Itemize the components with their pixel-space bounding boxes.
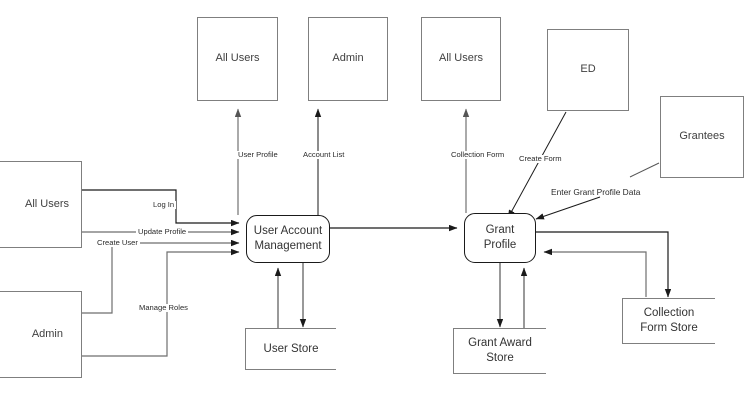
entity-all-users-left[interactable]: All Users — [0, 161, 82, 248]
entity-label: Admin — [332, 52, 364, 65]
flow-collection-form-store-read — [543, 248, 647, 297]
flow-label-account-list: Account List — [301, 150, 347, 159]
flow-label-update-profile: Update Profile — [136, 227, 189, 236]
entity-admin-top[interactable]: Admin — [308, 17, 388, 101]
entity-label: Admin — [31, 327, 63, 340]
store-label-line1: Collection — [643, 307, 695, 320]
process-label-line2: Management — [254, 240, 322, 252]
entity-label: All Users — [24, 197, 69, 210]
store-label-line1: Grant Award — [468, 337, 532, 350]
store-grant-award-store[interactable]: Grant Award Store — [453, 328, 546, 374]
process-user-account-management[interactable]: User Account Management — [246, 215, 330, 263]
flow-label-enter-grant-profile-data: Enter Grant Profile Data — [549, 187, 643, 197]
store-label-line1: User Store — [263, 342, 319, 355]
process-grant-profile[interactable]: Grant Profile — [464, 213, 536, 263]
entity-label: Grantees — [679, 130, 725, 143]
entity-label: All Users — [215, 52, 260, 65]
entity-ed[interactable]: ED — [547, 29, 629, 111]
process-label-line1: Grant — [485, 224, 515, 237]
process-label-line2: Profile — [483, 239, 517, 251]
store-user-store[interactable]: User Store — [245, 328, 336, 370]
flow-create-user — [82, 239, 240, 314]
flow-enter-grant-profile-data — [535, 162, 660, 220]
flow-label-log-in: Log In — [151, 200, 177, 209]
store-label-line2: Store — [486, 352, 514, 364]
entity-label: All Users — [438, 52, 483, 65]
flow-label-user-profile: User Profile — [236, 150, 280, 159]
flow-label-collection-form: Collection Form — [449, 150, 507, 159]
entity-all-users-top-2[interactable]: All Users — [421, 17, 501, 101]
store-label-line2: Form Store — [640, 322, 698, 334]
entity-grantees[interactable]: Grantees — [660, 96, 744, 178]
process-label-line1: User Account — [253, 225, 323, 238]
flow-label-manage-roles: Manage Roles — [137, 303, 190, 312]
entity-all-users-top-1[interactable]: All Users — [197, 17, 278, 101]
flow-label-create-user: Create User — [95, 238, 140, 247]
entity-label: ED — [580, 63, 596, 76]
store-collection-form-store[interactable]: Collection Form Store — [622, 298, 715, 344]
flow-create-form — [507, 111, 567, 219]
flow-label-create-form: Create Form — [517, 154, 564, 163]
flow-collection-form-store-write — [536, 231, 672, 298]
entity-admin-left[interactable]: Admin — [0, 291, 82, 378]
